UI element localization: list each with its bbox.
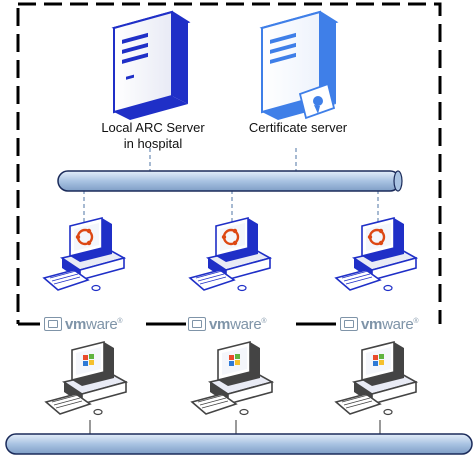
vmware-logo-icon [340,317,358,331]
vmware-prefix: vm [361,315,383,333]
host-workstation-1 [44,340,129,416]
vmware-prefix: vm [209,315,231,333]
ubuntu-logo-icon [367,228,386,246]
local-arc-server-label-line2: in hospital [123,136,183,151]
windows-logo-icon [83,354,94,366]
vmware-mark: ® [413,317,419,325]
hospital-network-bus [57,170,403,192]
virtual-machines-group [42,216,419,292]
vm-workstation-3 [334,216,419,292]
local-arc-server-label: Local ARC Server in hospital [88,120,218,152]
local-arc-server-icon [111,10,191,120]
vmware-suffix: ware [86,315,118,333]
host-workstation-3 [334,340,419,416]
vmware-text: vmware® [65,315,123,333]
certificate-card-icon [298,82,336,120]
physical-network-bus [5,433,473,455]
vmware-badge-1: vmware® [44,315,123,333]
vmware-mark: ® [117,317,123,325]
certificate-server-label-text: Certificate server [248,120,348,135]
host-workstation-2 [190,340,275,416]
vmware-text: vmware® [209,315,267,333]
vmware-logo-icon [188,317,206,331]
ubuntu-logo-icon [221,228,240,246]
vmware-suffix: ware [382,315,414,333]
physical-hosts-group [44,340,419,416]
vmware-badge-2: vmware® [188,315,267,333]
local-arc-server-label-line1: Local ARC Server [101,120,205,135]
vmware-badge-3: vmware® [340,315,419,333]
windows-logo-icon [229,354,240,366]
certificate-server-label: Certificate server [236,120,360,136]
vmware-suffix: ware [230,315,262,333]
windows-logo-icon [373,354,384,366]
vm-workstation-1 [42,216,127,292]
vm-workstation-2 [188,216,273,292]
vmware-text: vmware® [361,315,419,333]
vmware-logo-icon [44,317,62,331]
virtual-network-boundary [16,2,442,324]
ubuntu-logo-icon [75,228,94,246]
vmware-mark: ® [261,317,267,325]
vmware-prefix: vm [65,315,87,333]
